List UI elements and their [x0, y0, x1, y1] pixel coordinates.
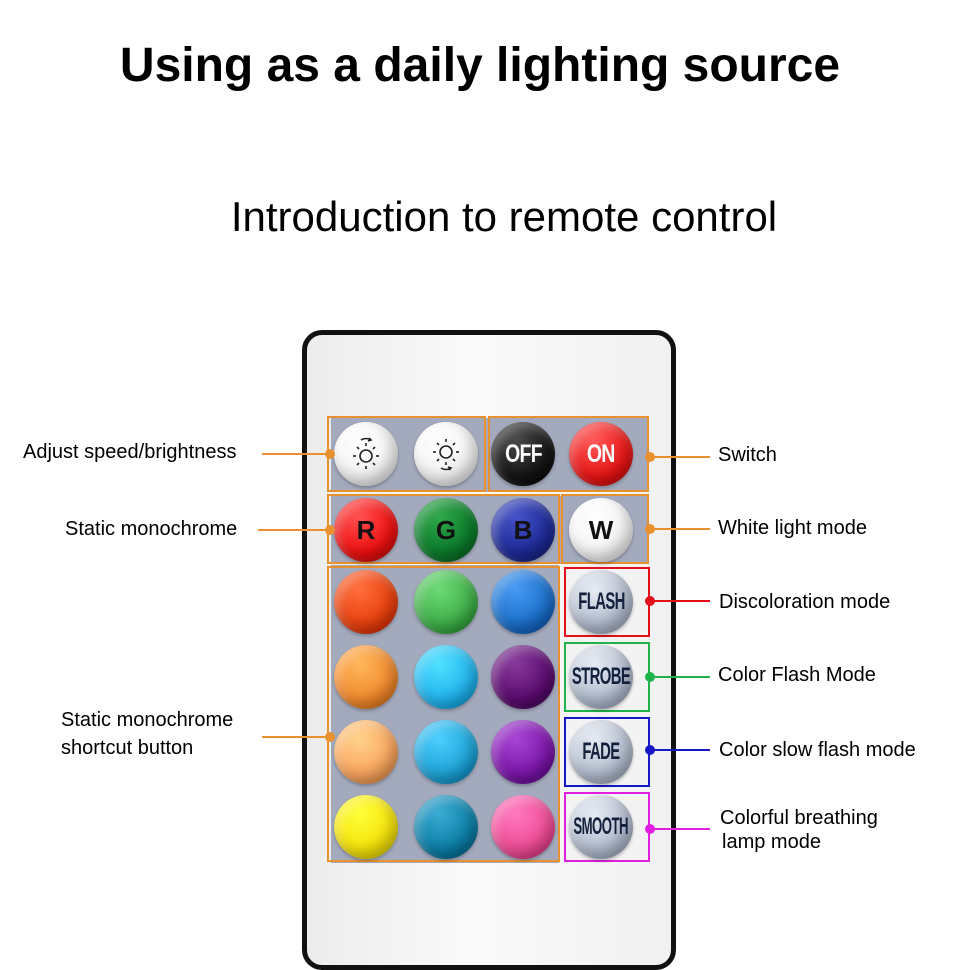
- flash-label: FLASH: [577, 588, 625, 615]
- red-button[interactable]: R: [334, 498, 398, 562]
- brightness-up-button[interactable]: [414, 422, 478, 486]
- fade-label: FADE: [582, 738, 620, 765]
- shortcut-label-line1: Static monochrome: [61, 709, 234, 731]
- strobe-label: STROBE: [571, 663, 631, 690]
- discoloration-line: [650, 600, 710, 602]
- white-button[interactable]: W: [569, 498, 633, 562]
- color-slow-label: Color slow flash mode: [719, 739, 916, 761]
- breathing-label-line2: lamp mode: [722, 831, 821, 853]
- adjust-dot: [325, 449, 335, 459]
- white-label: W: [588, 514, 614, 545]
- smooth-button[interactable]: SMOOTH: [569, 795, 633, 859]
- color-button[interactable]: [334, 720, 398, 784]
- adjust-line: [262, 453, 330, 455]
- color-button[interactable]: [334, 645, 398, 709]
- static-mono-dot: [325, 525, 335, 535]
- switch-label: Switch: [718, 444, 777, 466]
- color-grid-box: [327, 566, 560, 862]
- green-button[interactable]: G: [414, 498, 478, 562]
- fade-button[interactable]: FADE: [569, 720, 633, 784]
- breathing-line: [650, 828, 710, 830]
- color-flash-line: [650, 676, 710, 678]
- color-button[interactable]: [414, 645, 478, 709]
- static-mono-label: Static monochrome: [65, 518, 238, 540]
- discoloration-label: Discoloration mode: [719, 591, 891, 613]
- color-button[interactable]: [491, 720, 555, 784]
- shortcut-label-line2: shortcut button: [61, 737, 194, 759]
- color-button[interactable]: [414, 720, 478, 784]
- color-slow-line: [650, 749, 710, 751]
- green-label: G: [435, 514, 457, 545]
- blue-label: B: [513, 514, 533, 545]
- red-label: R: [356, 514, 376, 545]
- blue-button[interactable]: B: [491, 498, 555, 562]
- white-mode-line: [650, 528, 710, 530]
- strobe-button[interactable]: STROBE: [569, 645, 633, 709]
- off-label: OFF: [504, 439, 542, 468]
- page-title: Using as a daily lighting source: [119, 39, 841, 92]
- brightness-down-button[interactable]: [334, 422, 398, 486]
- smooth-label: SMOOTH: [573, 813, 629, 840]
- white-mode-label: White light mode: [718, 517, 867, 539]
- page-subtitle: Introduction to remote control: [230, 193, 778, 240]
- color-button[interactable]: [334, 795, 398, 859]
- on-button[interactable]: ON: [569, 422, 633, 486]
- color-button[interactable]: [414, 570, 478, 634]
- static-mono-line: [258, 529, 330, 531]
- adjust-label: Adjust speed/brightness: [23, 441, 237, 463]
- off-button[interactable]: OFF: [491, 422, 555, 486]
- flash-button[interactable]: FLASH: [569, 570, 633, 634]
- brightness-down-icon: [353, 437, 379, 469]
- color-button[interactable]: [491, 645, 555, 709]
- shortcut-dot: [325, 732, 335, 742]
- shortcut-line: [262, 736, 330, 738]
- color-button[interactable]: [491, 570, 555, 634]
- color-button[interactable]: [334, 570, 398, 634]
- color-flash-label: Color Flash Mode: [718, 664, 876, 686]
- color-button[interactable]: [414, 795, 478, 859]
- brightness-up-icon: [433, 439, 459, 471]
- breathing-label-line1: Colorful breathing: [720, 807, 878, 829]
- on-label: ON: [587, 439, 615, 468]
- color-button[interactable]: [491, 795, 555, 859]
- switch-line: [650, 456, 710, 458]
